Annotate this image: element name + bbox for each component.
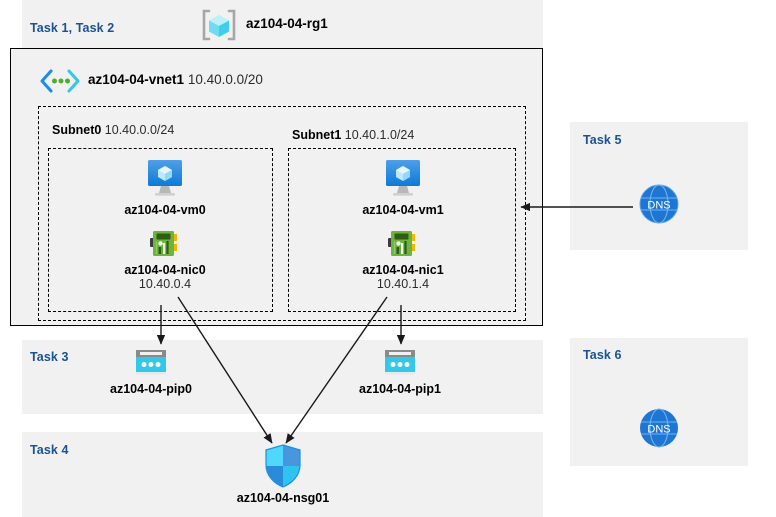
private-dns-title: Private DNS zone — [570, 160, 776, 175]
network-interface-icon — [150, 231, 177, 256]
nic0-ip: 10.40.0.4 — [138, 277, 192, 292]
pip0-name: az104-04-pip0 — [110, 382, 192, 396]
subnets-container — [38, 106, 526, 321]
public-ip-address-icon — [136, 350, 166, 375]
network-interface-icon — [388, 231, 415, 256]
subnet1-boundary — [288, 148, 516, 312]
virtual-machine-icon — [386, 160, 420, 196]
nic0-name: az104-04-nic0 — [124, 263, 206, 277]
svg-text:DNS: DNS — [647, 200, 670, 212]
network-security-group-icon — [265, 444, 301, 488]
node-pip0[interactable]: az104-04-pip0 — [96, 348, 206, 396]
vm0-name: az104-04-vm0 — [124, 203, 206, 217]
resource-group-icon — [200, 8, 238, 42]
virtual-machine-icon — [148, 160, 182, 196]
svg-text:DNS: DNS — [647, 424, 670, 436]
subnet1-label: Subnet1 10.40.1.0/24 — [292, 128, 414, 142]
subnet0-cidr: 10.40.0.0/24 — [104, 123, 175, 137]
public-ip-address-icon — [385, 350, 415, 375]
nsg-name: az104-04-nsg01 — [236, 491, 330, 505]
subnet1-name: Subnet1 — [292, 128, 342, 142]
vnet-name: az104-04-vnet1 — [88, 72, 185, 87]
node-nsg[interactable]: az104-04-nsg01 — [228, 444, 338, 505]
pip1-name: az104-04-pip1 — [359, 382, 441, 396]
virtual-network-icon — [38, 68, 82, 94]
public-dns-title: DNS zone — [570, 382, 776, 397]
private-dns-name: contoso.org — [570, 228, 776, 243]
task-label-1-2: Task 1, Task 2 — [30, 21, 115, 35]
subnet0-name: Subnet0 — [52, 123, 102, 137]
vnet-header: az104-04-vnet1 10.40.0.0/20 — [88, 72, 263, 87]
node-vm1[interactable]: az104-04-vm1 — [348, 158, 458, 217]
public-ip-panel — [22, 340, 543, 414]
resource-group-task-strip — [22, 0, 543, 48]
task-label-6: Task 6 — [583, 348, 622, 362]
node-pip1[interactable]: az104-04-pip1 — [345, 348, 455, 396]
task-label-4: Task 4 — [30, 443, 69, 457]
resource-group-name: az104-04-rg1 — [246, 16, 328, 31]
task-label-3: Task 3 — [30, 350, 69, 364]
vnet-cidr: 10.40.0.0/20 — [187, 72, 263, 87]
nic1-name: az104-04-nic1 — [362, 263, 444, 277]
dns-zone-icon[interactable]: DNS — [637, 406, 681, 450]
node-vm0[interactable]: az104-04-vm0 — [110, 158, 220, 217]
subnet0-label: Subnet0 10.40.0.0/24 — [52, 123, 174, 137]
resource-group-boundary — [10, 48, 543, 326]
nic1-ip: 10.40.1.4 — [376, 277, 430, 292]
subnet1-cidr: 10.40.1.0/24 — [344, 128, 415, 142]
node-nic1[interactable]: az104-04-nic1 10.40.1.4 — [348, 228, 458, 293]
task-label-5: Task 5 — [583, 133, 622, 147]
vm1-name: az104-04-vm1 — [362, 203, 444, 217]
node-nic0[interactable]: az104-04-nic0 10.40.0.4 — [110, 228, 220, 293]
dns-zone-icon[interactable]: DNS — [637, 182, 681, 226]
